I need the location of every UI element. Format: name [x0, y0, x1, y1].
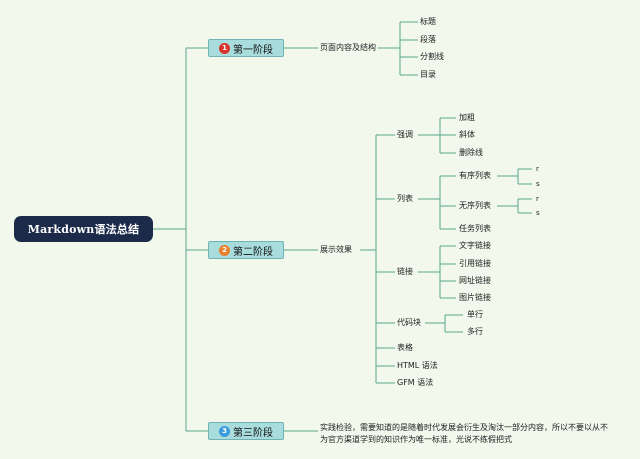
link-reference[interactable]: 引用链接	[459, 259, 491, 268]
stage1-label: 第一阶段	[233, 44, 273, 56]
emphasis-node[interactable]: 强调	[397, 130, 413, 139]
stage1-child-divider[interactable]: 分割线	[420, 52, 444, 61]
stage1-child-toc[interactable]: 目录	[420, 70, 436, 79]
stage2-node[interactable]: 2 第二阶段	[208, 241, 284, 259]
root-node[interactable]: Markdown语法总结	[14, 216, 153, 242]
stage1-child-title[interactable]: 标题	[420, 17, 436, 26]
stage2-badge: 2	[219, 244, 230, 256]
stage1-badge: 1	[219, 42, 230, 54]
link-url[interactable]: 网址链接	[459, 276, 491, 285]
stage2-topic[interactable]: 展示效果	[320, 245, 352, 254]
stage2-label: 第二阶段	[233, 246, 273, 258]
list-node[interactable]: 列表	[397, 194, 413, 203]
stage1-topic[interactable]: 页面内容及结构	[320, 43, 376, 52]
emphasis-italic[interactable]: 斜体	[459, 130, 475, 139]
stage3-practice-text[interactable]: 实践检验，需要知道的是随着时代发展会衍生及淘汰一部分内容，所以不要以从不为官方渠…	[320, 423, 608, 444]
gfm-syntax-node[interactable]: GFM 语法	[397, 378, 434, 387]
table-node[interactable]: 表格	[397, 343, 413, 352]
unordered-child-s[interactable]: s	[536, 209, 540, 217]
stage1-node[interactable]: 1 第一阶段	[208, 39, 284, 57]
unordered-child-r[interactable]: r	[536, 195, 539, 203]
ordered-child-s[interactable]: s	[536, 180, 540, 188]
link-image[interactable]: 图片链接	[459, 293, 491, 302]
emphasis-strike[interactable]: 删除线	[459, 148, 483, 157]
stage1-child-paragraph[interactable]: 段落	[420, 35, 436, 44]
stage3-badge: 3	[219, 425, 230, 437]
html-syntax-node[interactable]: HTML 语法	[397, 361, 438, 370]
link-node[interactable]: 链接	[397, 267, 413, 276]
emphasis-bold[interactable]: 加粗	[459, 113, 475, 122]
code-single-line[interactable]: 单行	[467, 310, 483, 319]
stage3-node[interactable]: 3 第三阶段	[208, 422, 284, 440]
code-multi-line[interactable]: 多行	[467, 327, 483, 336]
ordered-list-node[interactable]: 有序列表	[459, 171, 491, 180]
code-block-node[interactable]: 代码块	[397, 318, 421, 327]
task-list-node[interactable]: 任务列表	[459, 224, 491, 233]
ordered-child-r[interactable]: r	[536, 165, 539, 173]
link-text[interactable]: 文字链接	[459, 241, 491, 250]
stage3-label: 第三阶段	[233, 427, 273, 439]
unordered-list-node[interactable]: 无序列表	[459, 201, 491, 210]
